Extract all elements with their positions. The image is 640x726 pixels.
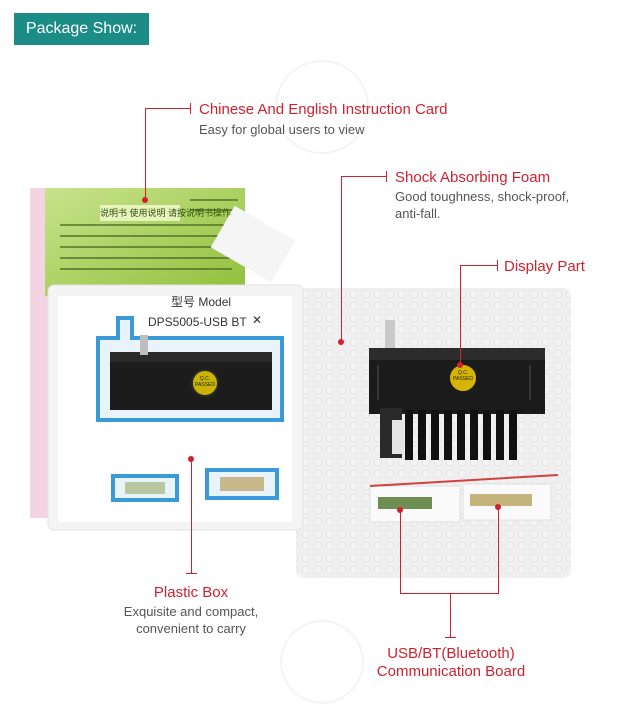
plastic-box-leader-tick: [186, 573, 197, 574]
comm-board-title-line1: USB/BT(Bluetooth): [387, 645, 515, 662]
model-label-en: Model: [198, 295, 232, 309]
instruction-card-point: [142, 197, 148, 203]
foam-desc-line1: Good toughness, shock-proof,: [395, 189, 570, 204]
model-label-zh: 型号: [171, 295, 196, 309]
foam-desc-line2: anti-fall.: [395, 206, 441, 221]
instruction-card-leader-tick: [190, 103, 191, 114]
display-leader-v: [460, 265, 461, 363]
comm-board-title: USB/BT(Bluetooth) Communication Board: [355, 645, 547, 681]
comm-board-leader-h: [400, 593, 499, 594]
comm-board-leader-left: [400, 510, 401, 593]
display-leader-tick: [497, 260, 498, 271]
qc-line2: PASSED: [453, 376, 473, 382]
plastic-box-desc-line1: Exquisite and compact,: [123, 604, 259, 619]
plastic-box-desc-line2: convenient to carry: [136, 621, 246, 636]
watermark-logo: [280, 620, 364, 704]
qc-small-line2: PASSED: [195, 382, 215, 388]
qc-sticker-small: Q.C. PASSED: [193, 376, 217, 388]
foam-leader-tick: [386, 171, 387, 182]
watermark-logo: [275, 60, 369, 154]
foam-desc: Good toughness, shock-proof, anti-fall.: [395, 188, 569, 222]
comm-board-leader-right: [498, 507, 499, 593]
comm-board-leader-tick: [445, 637, 456, 638]
display-point: [457, 362, 463, 368]
instruction-card-leader-h: [146, 108, 190, 109]
display-title: Display Part: [504, 258, 585, 275]
foam-point: [338, 339, 344, 345]
instruction-card-title: Chinese And English Instruction Card: [199, 101, 448, 118]
qc-sticker: Q.C. PASSED: [449, 370, 477, 382]
plastic-box: [47, 284, 304, 531]
model-label: 型号 Model: [171, 293, 231, 310]
foam-leader-v: [341, 176, 342, 340]
instruction-card-leader-v: [145, 108, 146, 198]
qc-small-line1: Q.C.: [199, 376, 211, 382]
plastic-box-leader-v: [191, 459, 192, 573]
foam-title: Shock Absorbing Foam: [395, 169, 551, 186]
model-name: DPS5005-USB BT: [148, 315, 247, 329]
card-text: 说明书 使用说明 请按说明书操作: [100, 208, 232, 218]
instruction-card-desc: Easy for global users to view: [199, 122, 365, 137]
comm-boards: [369, 474, 559, 523]
display-leader-h: [461, 265, 497, 266]
plastic-box-desc: Exquisite and compact, convenient to car…: [96, 603, 286, 637]
qc-line1: Q.C.: [457, 370, 469, 376]
recycle-bin-icon: ✕: [252, 313, 263, 327]
comm-board-leader-stem: [450, 593, 451, 637]
comm-board-title-line2: Communication Board: [376, 663, 526, 680]
display-module: [369, 320, 545, 460]
foam-leader-h: [342, 176, 386, 177]
plastic-box-title: Plastic Box: [153, 584, 229, 601]
package-show-badge: Package Show:: [14, 13, 149, 45]
